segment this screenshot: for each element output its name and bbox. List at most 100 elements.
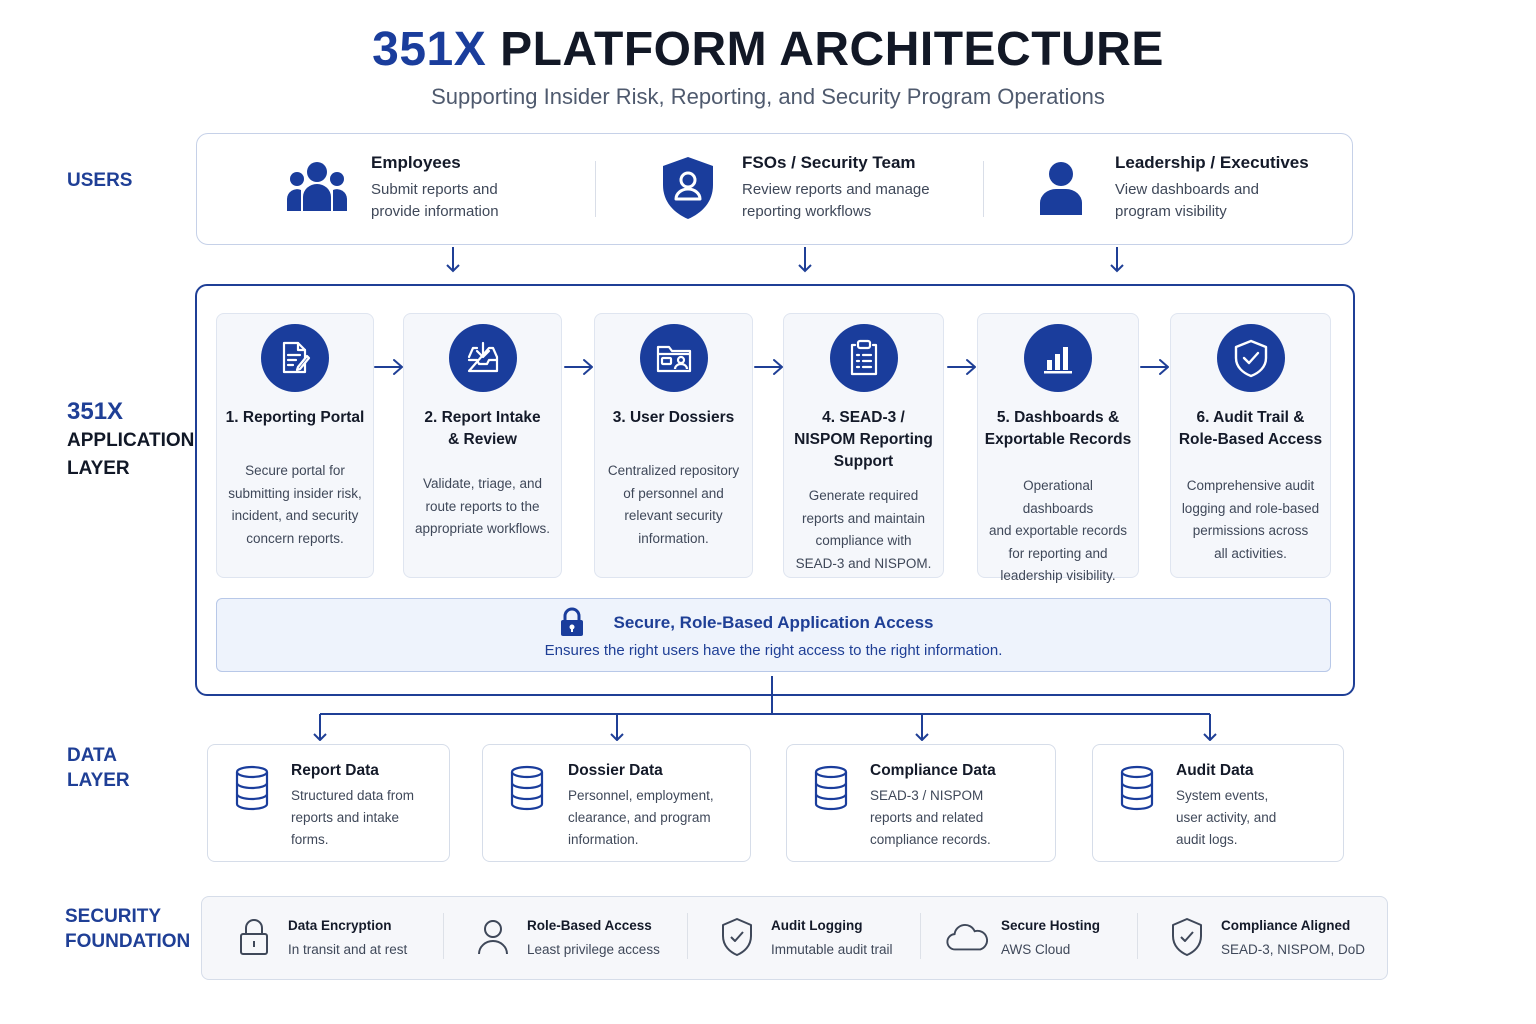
user-desc-line1: Review reports and manage [742,181,930,198]
data-title: Compliance Data [870,762,996,779]
user-title: Leadership / Executives [1115,153,1309,172]
divider [983,161,984,217]
user-desc-line2: program visibility [1115,203,1227,220]
shield-user-icon [648,153,728,223]
security-foundation-panel [201,896,1388,980]
layer-label-app-line1: 351X [67,398,124,425]
divider [595,161,596,217]
data-title: Dossier Data [568,762,663,779]
padlock-icon [232,917,276,957]
secure-access-banner: Secure, Role-Based Application Access En… [216,598,1331,672]
module-title: 1. Reporting Portal [225,409,365,426]
divider [443,913,444,959]
layer-label-security-line1: SECURITY [65,906,162,927]
user-desc-line2: reporting workflows [742,203,872,220]
security-title: Secure Hosting [1001,917,1101,933]
user-leadership: Leadership / Executives View dashboards … [1021,133,1309,243]
module-card-audit-trail[interactable]: 6. Audit Trail &Role-Based Access Compre… [1170,313,1331,578]
divider [687,913,688,959]
user-fsos: FSOs / Security Team Review reports and … [648,133,930,243]
divider [1137,913,1138,959]
page-title: 351X PLATFORM ARCHITECTURE [0,22,1536,77]
layer-label-security-line2: FOUNDATION [65,931,191,952]
security-item-encryption: Data Encryption In transit and at rest [232,896,407,978]
layer-label-app-line3: LAYER [67,458,130,479]
user-outline-icon [471,917,515,957]
layer-label-security: SECURITY FOUNDATION [65,904,190,954]
data-desc: Personnel, employment,clearance, and pro… [568,788,714,847]
layer-label-users: USERS [67,170,133,191]
module-title: 6. Audit Trail &Role-Based Access [1178,409,1323,448]
security-title: Data Encryption [288,917,392,933]
layer-label-data: DATA LAYER [67,743,130,793]
data-title: Audit Data [1176,762,1254,779]
layer-label-data-line2: LAYER [67,770,130,791]
cloud-icon [945,920,989,954]
title-accent: 351X [372,23,487,76]
user-desc-line2: provide information [371,203,499,220]
layer-label-data-line1: DATA [67,745,117,766]
bar-chart-icon [1024,324,1092,392]
security-item-compliance: Compliance Aligned SEAD-3, NISPOM, DoD [1165,896,1365,978]
database-icon [510,765,544,811]
data-title: Report Data [291,762,379,779]
module-card-report-intake[interactable]: 2. Report Intake& Review Validate, triag… [403,313,562,578]
user-title: Employees [371,153,461,172]
folder-user-icon [639,324,708,392]
user-employees: Employees Submit reports and provide inf… [277,133,499,243]
data-card-dossier[interactable]: Dossier Data Personnel, employment,clear… [482,744,751,862]
security-title: Role-Based Access [527,917,652,933]
shield-check-outline-icon [715,916,759,958]
database-icon [235,765,269,811]
access-desc: Ensures the right users have the right a… [544,642,1003,659]
user-desc-line1: Submit reports and [371,181,498,198]
user-desc-line1: View dashboards and [1115,181,1259,198]
database-icon [814,765,848,811]
security-desc: Least privilege access [527,941,660,957]
user-title: FSOs / Security Team [742,153,916,172]
module-title: 3. User Dossiers [612,409,735,426]
access-title: Secure, Role-Based Application Access [613,613,934,632]
inbox-icon [448,324,517,392]
module-card-dashboards[interactable]: 5. Dashboards &Exportable Records Operat… [977,313,1139,583]
database-icon [1120,765,1154,811]
divider [920,913,921,959]
title-rest: PLATFORM ARCHITECTURE [500,23,1164,76]
security-title: Compliance Aligned [1221,917,1351,933]
security-desc: AWS Cloud [1001,941,1071,957]
security-item-hosting: Secure Hosting AWS Cloud [945,896,1100,978]
lock-icon [558,607,586,642]
app-to-data-connectors [313,676,1217,741]
users-panel [196,133,1353,245]
person-icon [1021,153,1101,223]
clipboard-icon [829,324,898,392]
group-icon [277,153,357,223]
users-to-app-arrows [446,247,1124,273]
security-desc: In transit and at rest [288,941,408,957]
security-title: Audit Logging [771,917,863,933]
module-title: 5. Dashboards &Exportable Records [984,409,1132,448]
security-desc: Immutable audit trail [771,941,893,957]
shield-check-outline-icon [1165,916,1209,958]
security-desc: SEAD-3, NISPOM, DoD [1221,941,1366,957]
shield-check-icon [1216,324,1285,392]
module-flow-arrows [374,359,1169,375]
security-item-rbac: Role-Based Access Least privilege access [471,896,660,978]
layer-label-app-line2: APPLICATION [67,430,195,451]
data-card-audit[interactable]: Audit Data System events,user activity, … [1092,744,1344,862]
